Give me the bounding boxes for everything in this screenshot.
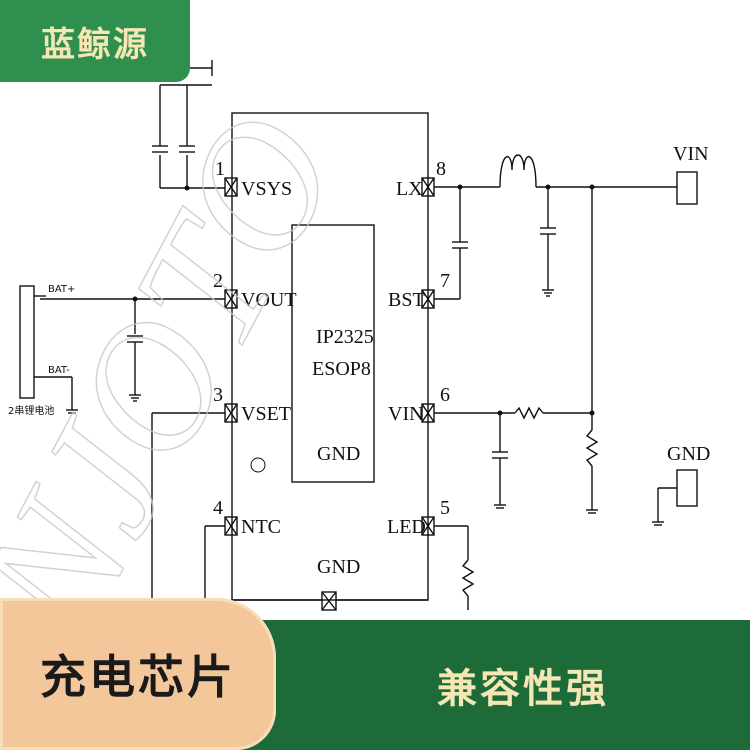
pin-4-label: NTC [241, 516, 281, 538]
ic-die [291, 224, 375, 483]
pin-7-number: 7 [440, 270, 450, 292]
brand-name: 蓝鲸源 [41, 24, 149, 65]
bat-minus-label: BAT- [48, 365, 70, 376]
pin-1-label: VSYS [241, 178, 292, 200]
vin-connector-label: VIN [673, 143, 709, 165]
pin-8-number: 8 [436, 158, 446, 180]
pin-6-label: VIN [388, 403, 424, 425]
banner-right-text: 兼容性强 [437, 666, 609, 712]
banner-left-tag: 充电芯片 [0, 598, 276, 750]
bat-plus-label: BAT+ [48, 284, 75, 295]
pin-2-number: 2 [213, 270, 223, 292]
brand-badge: 蓝鲸源 [0, 0, 190, 82]
pin-5-label: LED [387, 516, 426, 538]
chip-center-gnd: GND [317, 443, 360, 465]
banner-left-text: 充电芯片 [40, 650, 236, 704]
pin-1-number: 1 [215, 158, 225, 180]
pin-3-number: 3 [213, 384, 223, 406]
pin-6-number: 6 [440, 384, 450, 406]
pin-gnd-label: GND [317, 556, 360, 578]
banner-right-area: 兼容性强 [276, 620, 750, 750]
pin-8-label: LX [396, 178, 423, 200]
pin-7-label: BST [388, 289, 425, 311]
pin-5-number: 5 [440, 497, 450, 519]
chip-package: ESOP8 [312, 358, 371, 380]
gnd-connector-label: GND [667, 443, 710, 465]
chip-part-number: IP2325 [316, 326, 374, 348]
pin-2-label: VOUT [241, 289, 297, 311]
pin-3-label: VSET [241, 403, 291, 425]
battery-name-label: 2串锂电池 [8, 404, 54, 417]
pin-4-number: 4 [213, 497, 223, 519]
